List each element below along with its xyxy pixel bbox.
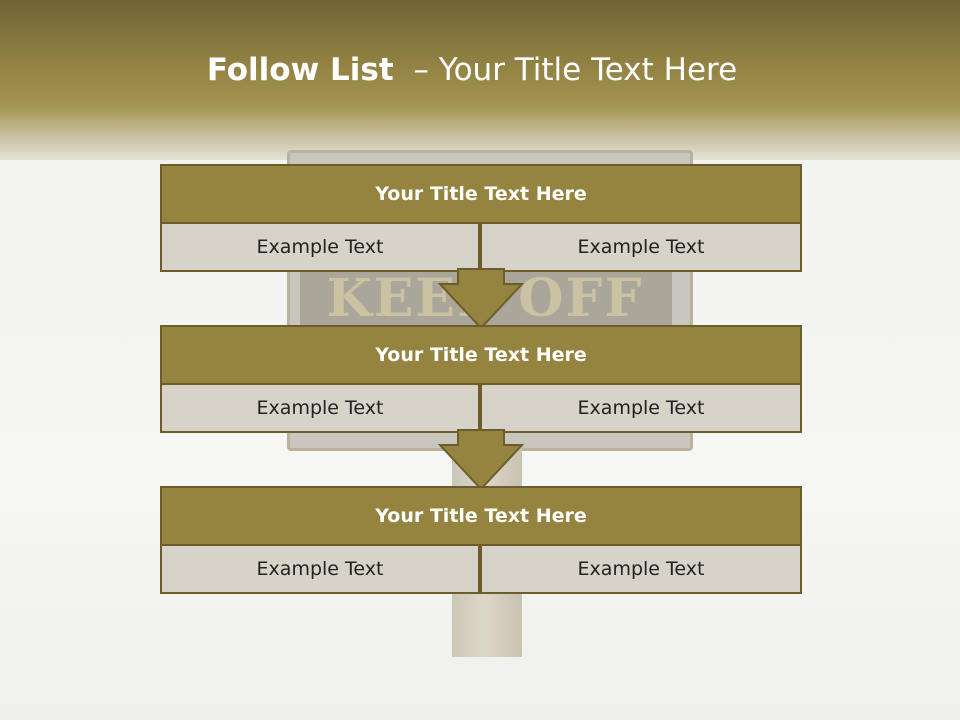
block-row-2: Example Text Example Text [160,383,802,433]
block-row-1: Example Text Example Text [160,222,802,272]
block-3-left-cell: Example Text [160,544,480,594]
slide-title-bold: Follow List [206,52,394,88]
block-title-2: Your Title Text Here [160,325,802,385]
down-arrow-icon [438,429,524,491]
block-2-left-cell: Example Text [160,383,480,433]
down-arrow-icon [438,268,524,330]
block-title-3: Your Title Text Here [160,486,802,546]
slide-title-rest: – Your Title Text Here [413,52,738,88]
block-1-left-cell: Example Text [160,222,480,272]
block-1-right-cell: Example Text [480,222,802,272]
block-3-right-cell: Example Text [480,544,802,594]
slide-title: Follow List – Your Title Text Here [0,52,944,88]
header-band [0,0,960,170]
block-title-1: Your Title Text Here [160,164,802,224]
block-2-right-cell: Example Text [480,383,802,433]
block-row-3: Example Text Example Text [160,544,802,594]
